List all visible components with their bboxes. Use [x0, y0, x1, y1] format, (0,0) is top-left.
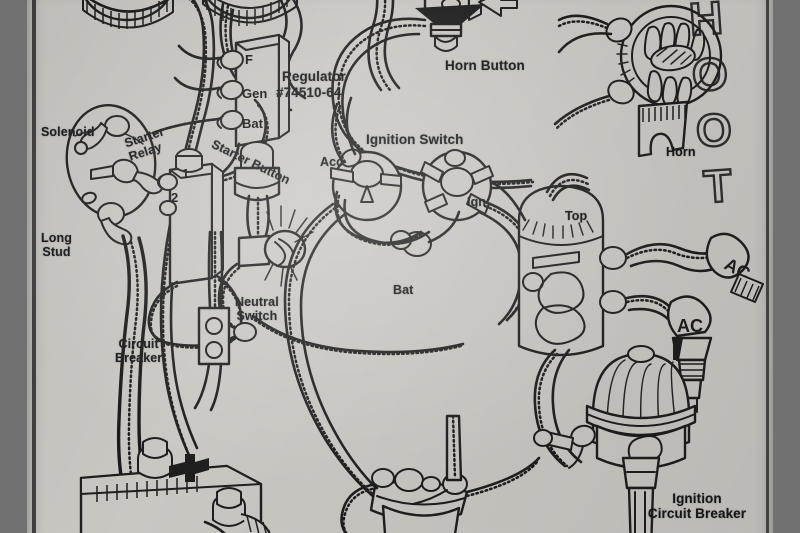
tail-lamp-assembly [340, 414, 469, 533]
battery-positive-terminal [137, 437, 209, 482]
lamp-assembly-left [82, 0, 174, 29]
battery-negative-terminal [212, 487, 246, 527]
wiring-diagram-artwork: .ln{fill:none;stroke:#1e1e1e;stroke-widt… [65, 0, 764, 533]
label-long-stud: Long Stud [41, 231, 72, 259]
ignition-circuit-breaker [533, 345, 697, 533]
spark-plug-lower: AC [666, 295, 713, 413]
page-border-right [766, 0, 769, 533]
label-ignition-bat: Bat [393, 283, 414, 297]
page-border-left [32, 0, 36, 533]
label-regulator-terminal-bat: Bat [242, 116, 263, 131]
photographed-manual-page: .ln{fill:none;stroke:#1e1e1e;stroke-widt… [27, 0, 773, 533]
label-regulator-terminal-f: F [245, 52, 253, 67]
label-regulator-terminal-gen: Gen [242, 86, 268, 101]
neutral-switch [217, 205, 314, 342]
spark-plug-upper: AC [705, 232, 764, 303]
label-relay-terminal-1: 1 [182, 166, 190, 181]
horn [553, 4, 723, 158]
timer-adjust-screw [533, 424, 596, 469]
svg-text:AC: AC [677, 316, 703, 336]
label-regulator: Regulator [282, 69, 346, 84]
label-coil-top: Top [565, 209, 588, 223]
label-ignition-switch: Ignition Switch [366, 132, 464, 147]
label-neutral-switch: Neutral Switch [235, 295, 279, 323]
ignition-coil [489, 173, 627, 468]
battery [79, 437, 271, 533]
label-horn: Horn [666, 145, 696, 159]
label-ignition-acc: Acc [320, 155, 344, 169]
label-ignition-circuit-breaker: Ignition Circuit Breaker [647, 491, 747, 521]
horn-grille [643, 22, 706, 107]
solenoid [65, 104, 175, 502]
regulator-box [151, 33, 290, 190]
label-ignition-ign: Ign [467, 195, 487, 209]
label-relay-terminal-2: 2 [171, 190, 179, 205]
label-circuit-breaker: Circuit Breaker [115, 337, 163, 365]
label-solenoid: Solenoid [41, 125, 95, 139]
solenoid-upper-stud [74, 115, 130, 155]
label-regulator-part-number: #74510-64 [276, 85, 342, 100]
circuit-breaker [193, 230, 231, 412]
regulator-terminals [216, 49, 244, 131]
label-horn-button: Horn Button [445, 58, 525, 73]
